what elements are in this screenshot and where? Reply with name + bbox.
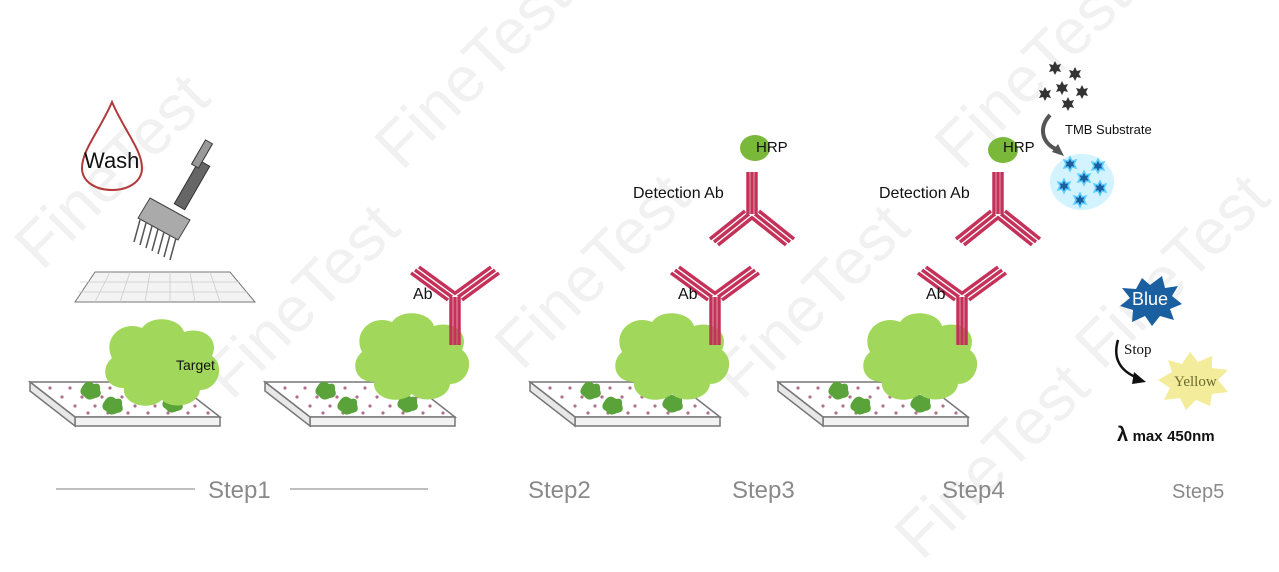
hrp-enzyme [740, 135, 770, 161]
detection-antibody [954, 170, 1042, 247]
step-label: Step1 [208, 477, 271, 504]
yellow-burst-icon [1158, 352, 1228, 410]
multichannel-pipette-icon [133, 139, 214, 261]
plate-lid-icon [74, 271, 257, 303]
ab-label: Ab [678, 286, 698, 303]
hrp-label: HRP [756, 139, 788, 156]
detection-antibody [708, 170, 796, 247]
ab-label: Ab [413, 286, 433, 303]
wavelength-label: λ max 450nm [1117, 424, 1215, 447]
wash-drop-icon [80, 99, 144, 192]
wash-label: Wash [84, 148, 140, 173]
step-label: Step2 [528, 477, 591, 504]
arrow-icon [1041, 113, 1059, 152]
wavelength-value: 450nm [1167, 428, 1215, 445]
yellow-label: Yellow [1174, 374, 1217, 390]
target-label: Target [176, 357, 215, 373]
blue-label: Blue [1132, 289, 1169, 309]
tmb-substrate-molecules [1039, 61, 1088, 111]
hrp-label: HRP [1003, 139, 1035, 156]
detection-ab-label: Detection Ab [879, 185, 970, 202]
diagram-graphics [29, 61, 1228, 490]
max-text: max [1132, 428, 1163, 445]
lambda-symbol: λ [1117, 424, 1129, 446]
tmb-substrate-label: TMB Substrate [1065, 122, 1152, 137]
step-label: Step3 [732, 477, 795, 504]
ab-label: Ab [926, 286, 946, 303]
step-label: Step4 [942, 477, 1005, 504]
step-label: Step5 [1172, 481, 1225, 503]
blue-burst-icon [1120, 276, 1182, 326]
detection-ab-label: Detection Ab [633, 185, 724, 202]
hrp-enzyme [988, 137, 1018, 163]
oxidized-tmb-molecules [1050, 154, 1114, 210]
stop-label: Stop [1124, 342, 1152, 358]
